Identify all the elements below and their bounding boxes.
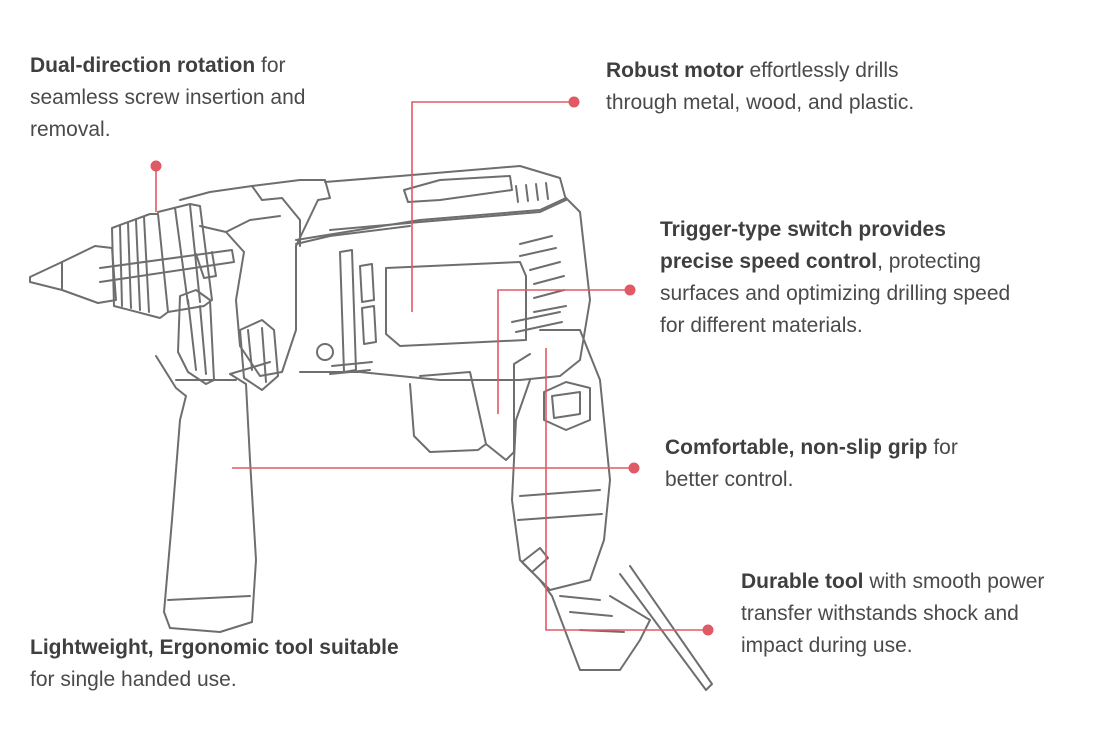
callout-rotation: Dual-direction rotation for seamless scr… — [30, 50, 330, 146]
dot-durable — [702, 624, 714, 636]
callout-lightweight-bold: Lightweight, Ergonomic tool suitable — [30, 636, 399, 659]
callout-motor-text: effortlessly drills through metal, wood,… — [606, 59, 915, 114]
gear-housing — [179, 179, 331, 377]
callout-durable: Durable tool with smooth power transfer … — [741, 566, 1086, 662]
callout-motor-bold: Robust motor — [606, 59, 744, 82]
dot-grip — [628, 462, 640, 474]
callout-grip-text: for better control. — [665, 436, 958, 491]
callout-trigger-bold: Trigger-type switch provides precise spe… — [660, 218, 946, 273]
power-cord — [619, 565, 713, 691]
leader-durable — [545, 348, 708, 631]
rear-grip — [511, 329, 611, 591]
callout-lightweight-text: for single handed use. — [30, 668, 237, 691]
callout-rotation-text: for seamless screw insertion and removal… — [30, 54, 306, 141]
dot-rotation — [150, 160, 162, 172]
callout-durable-text: with smooth power transfer withstands sh… — [741, 570, 1045, 657]
cord-relief — [539, 579, 651, 671]
trigger — [419, 353, 531, 461]
callout-durable-bold: Durable tool — [741, 570, 864, 593]
motor-vents — [339, 249, 357, 373]
callout-rotation-bold: Dual-direction rotation — [30, 54, 256, 77]
front-handle — [155, 355, 271, 633]
callout-lightweight: Lightweight, Ergonomic tool suitable for… — [30, 632, 410, 696]
callout-trigger-text: , protecting surfaces and optimizing dri… — [660, 250, 1011, 337]
callout-trigger: Trigger-type switch provides precise spe… — [660, 214, 1020, 342]
leader-trigger — [497, 289, 630, 414]
callout-grip-bold: Comfortable, non-slip grip — [665, 436, 928, 459]
side-handle-clamp — [177, 289, 215, 385]
dot-trigger — [624, 284, 636, 296]
callout-grip: Comfortable, non-slip grip for better co… — [665, 432, 965, 496]
motor-housing — [295, 197, 591, 381]
top-handle — [324, 165, 567, 231]
depth-rod — [99, 249, 235, 283]
leader-motor — [411, 101, 574, 312]
chuck-tip — [29, 245, 117, 304]
dot-motor — [568, 96, 580, 108]
callout-motor: Robust motor effortlessly drills through… — [606, 55, 936, 119]
